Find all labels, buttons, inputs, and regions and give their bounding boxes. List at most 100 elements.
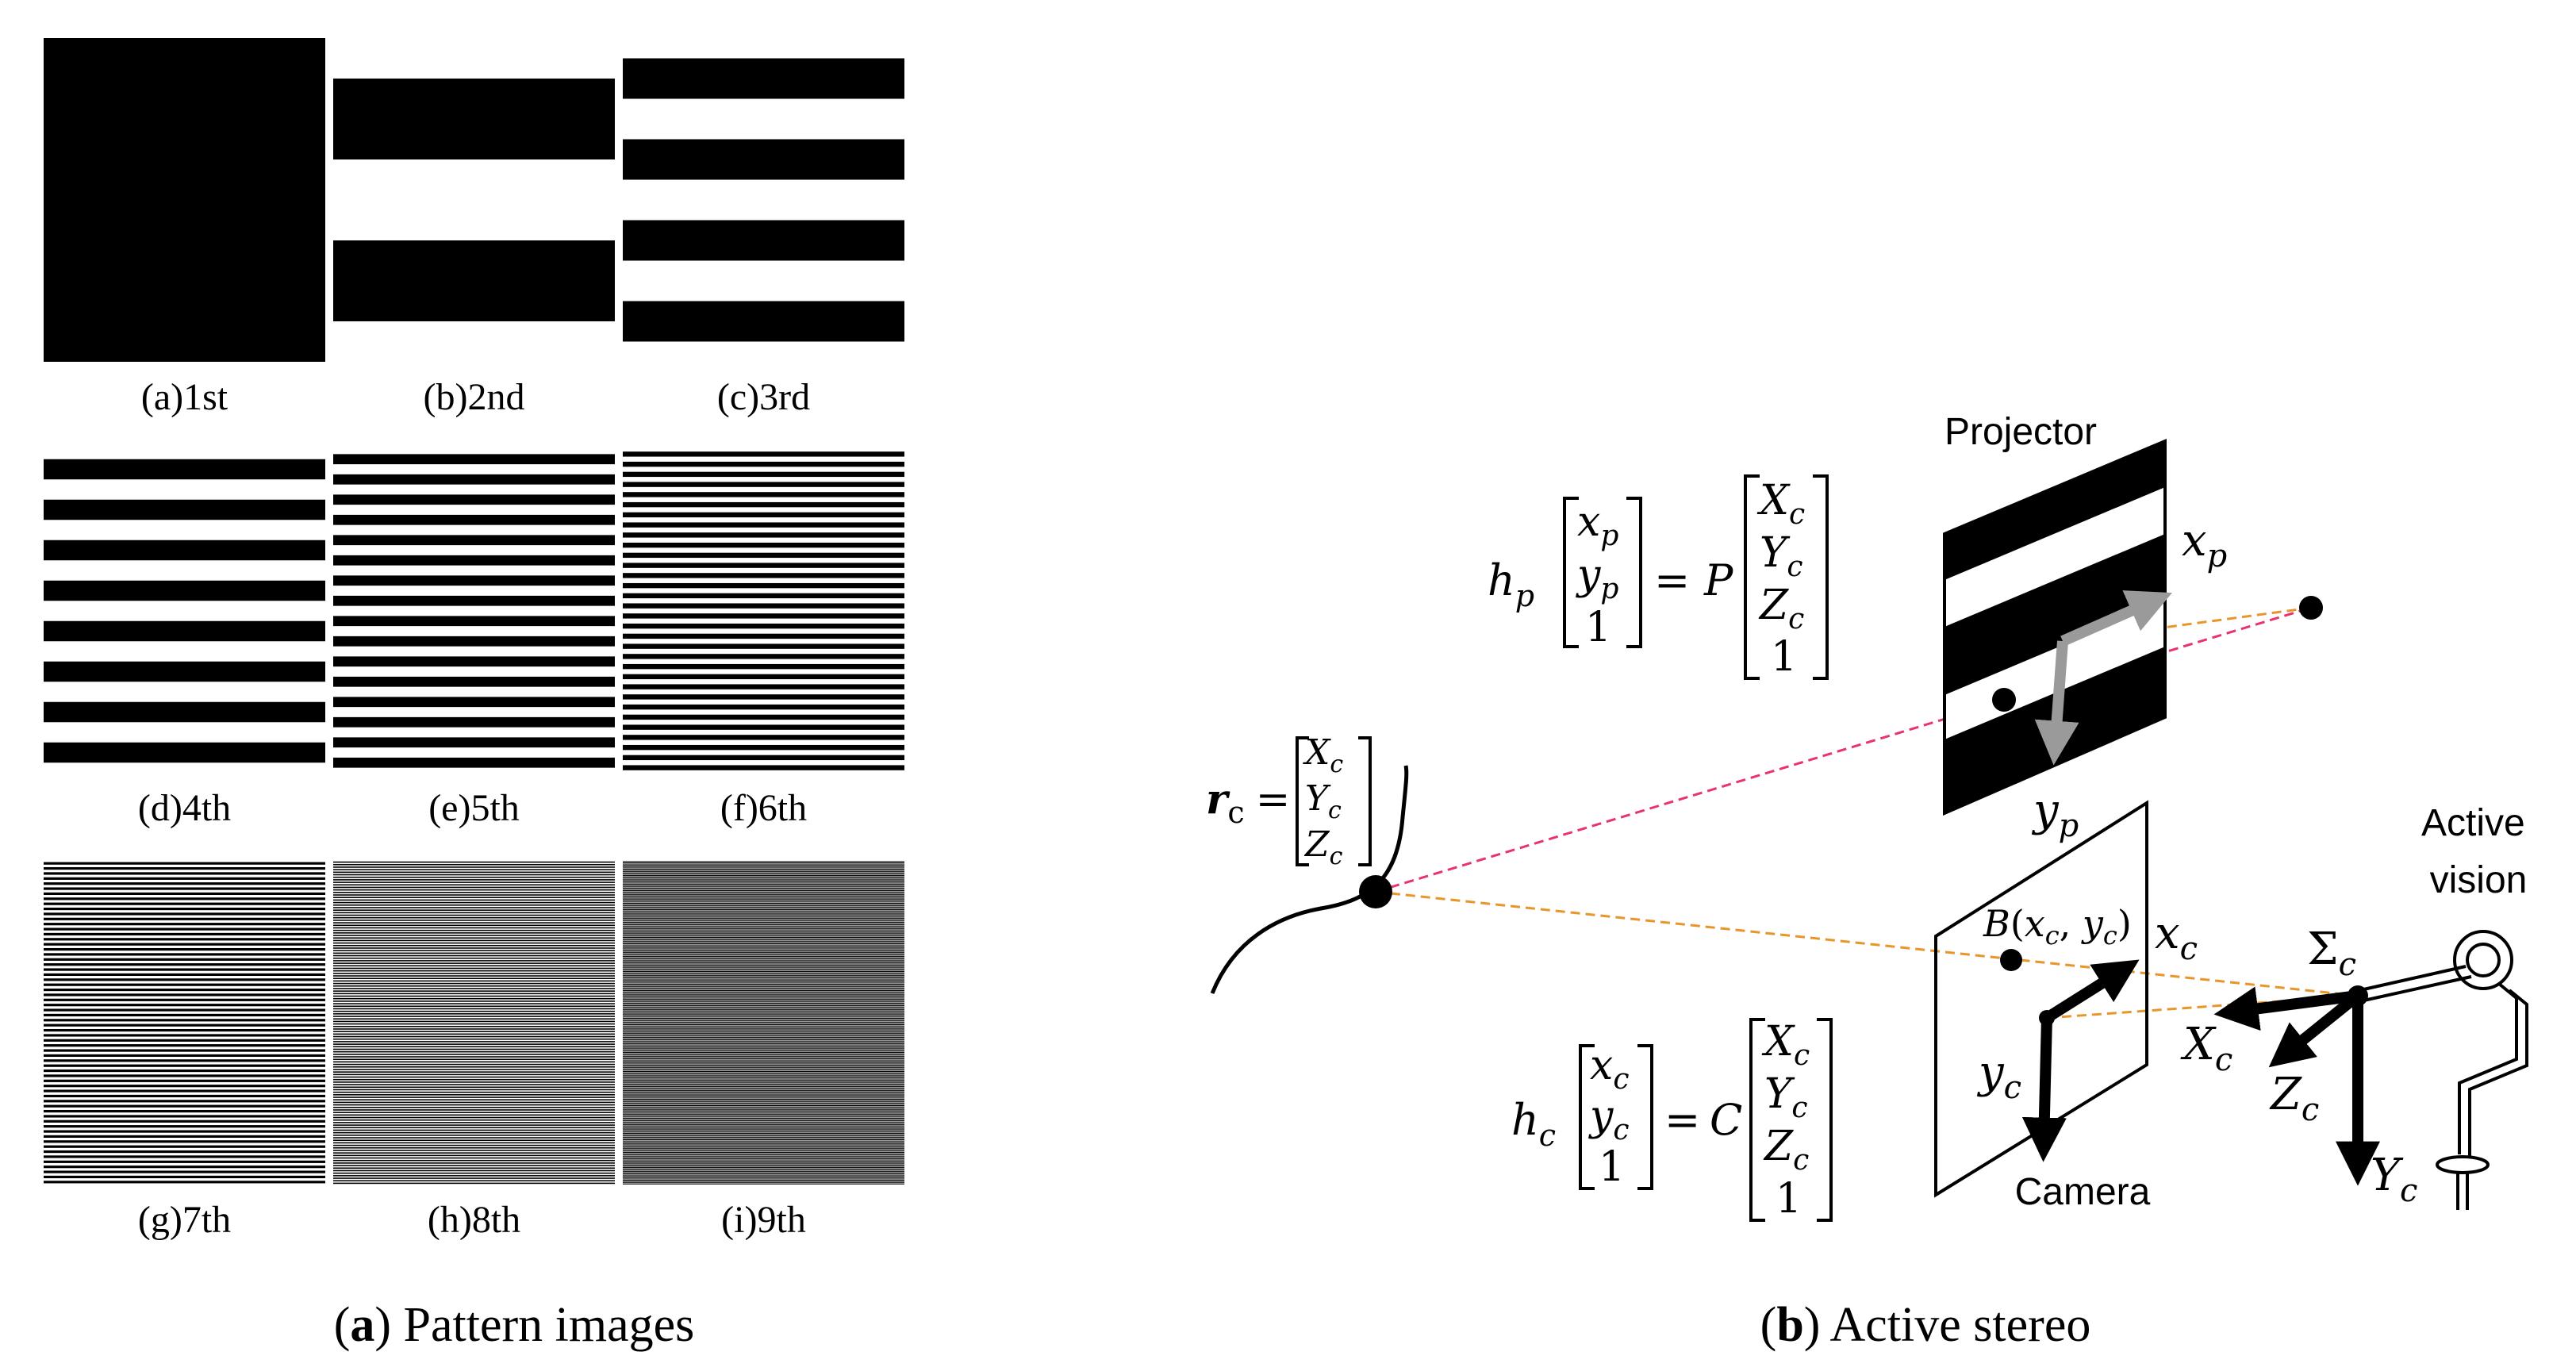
pattern-label: (a)1st bbox=[141, 376, 228, 418]
pattern-stripe bbox=[333, 555, 615, 566]
pattern-stripe bbox=[44, 1023, 325, 1027]
pattern-stripe bbox=[333, 1131, 615, 1134]
pattern-stripe bbox=[623, 1039, 904, 1041]
pattern-stripe bbox=[623, 1116, 904, 1118]
pattern-stripe bbox=[623, 980, 904, 981]
eq-c-Yc: Yc bbox=[1764, 1070, 1808, 1124]
pattern-stripe bbox=[623, 1089, 904, 1091]
pattern-stripe bbox=[333, 1005, 615, 1008]
camera-image-point-B bbox=[2000, 949, 2022, 971]
pattern-stripe bbox=[623, 1110, 904, 1112]
pattern-stripe bbox=[623, 905, 904, 907]
pattern-stripe bbox=[623, 986, 904, 988]
pattern-stripe bbox=[333, 1162, 615, 1164]
camera-ray bbox=[1375, 890, 2359, 997]
pattern-stripe bbox=[623, 1174, 904, 1176]
pattern-stripe bbox=[623, 623, 904, 629]
pattern-stripe bbox=[333, 1096, 615, 1098]
pattern-stripe bbox=[333, 1116, 615, 1119]
pattern-stripe bbox=[623, 885, 904, 886]
pattern-stripe bbox=[623, 674, 904, 680]
pattern-stripe bbox=[333, 1124, 615, 1126]
pattern-stripe bbox=[623, 925, 904, 927]
pattern-stripe bbox=[623, 902, 904, 904]
pattern-stripe bbox=[623, 1020, 904, 1022]
pattern-stripe bbox=[333, 947, 615, 949]
pattern-stripe bbox=[623, 1064, 904, 1066]
pattern-stripe bbox=[44, 998, 325, 1001]
pattern-stripe bbox=[333, 616, 615, 627]
pattern-stripe bbox=[333, 942, 615, 944]
panel-b-caption: (b) Active stereo bbox=[1760, 1298, 2091, 1352]
pattern-stripe bbox=[333, 861, 615, 863]
pattern-stripe bbox=[623, 976, 904, 977]
pattern-image-2: (b)2nd bbox=[333, 38, 615, 418]
pattern-stripe bbox=[623, 893, 904, 895]
pattern-stripe bbox=[623, 1108, 904, 1110]
eq-p-bracket-right-1 bbox=[1626, 497, 1642, 648]
pattern-stripe bbox=[623, 985, 904, 986]
pattern-stripe bbox=[623, 1154, 904, 1156]
pattern-stripe bbox=[333, 1122, 615, 1123]
pattern-stripe bbox=[623, 866, 904, 867]
pattern-image-6: (f)6th bbox=[623, 449, 904, 829]
pattern-stripe bbox=[333, 1175, 615, 1177]
camera-axes-origin bbox=[2039, 1010, 2055, 1026]
pattern-stripe bbox=[333, 937, 615, 939]
pattern-stripe bbox=[44, 1034, 325, 1037]
pattern-stripe bbox=[623, 1131, 904, 1133]
pattern-stripe bbox=[44, 1069, 325, 1073]
pattern-stripe bbox=[44, 973, 325, 977]
pattern-stripe bbox=[623, 1139, 904, 1141]
pattern-stripe bbox=[333, 922, 615, 924]
pattern-stripe bbox=[44, 1119, 325, 1123]
eq-p-bracket-left-1 bbox=[1563, 497, 1579, 648]
pattern-stripe bbox=[623, 1066, 904, 1067]
eq-c-y: yc bbox=[1588, 1093, 1630, 1146]
pattern-stripe bbox=[333, 1114, 615, 1116]
pattern-stripe bbox=[623, 895, 904, 897]
pattern-stripe bbox=[44, 1089, 325, 1093]
pattern-stripe bbox=[333, 939, 615, 942]
pattern-stripe bbox=[623, 1055, 904, 1057]
pattern-stripe bbox=[333, 935, 615, 936]
eq-c-Zc: Zc bbox=[1763, 1123, 1809, 1177]
pattern-stripe bbox=[623, 1014, 904, 1016]
pattern-stripe bbox=[623, 1043, 904, 1044]
pattern-stripe bbox=[333, 1089, 615, 1091]
pattern-stripe bbox=[623, 1027, 904, 1029]
pattern-background bbox=[623, 449, 904, 773]
eq-c-Xc: Xc bbox=[1761, 1018, 1810, 1072]
pattern-stripe bbox=[333, 494, 615, 505]
pattern-stripe bbox=[623, 897, 904, 899]
eq-c-bracket-right-1 bbox=[1637, 1044, 1653, 1190]
pattern-stripe bbox=[44, 1039, 325, 1042]
pattern-stripe bbox=[44, 917, 325, 920]
pattern-stripe bbox=[333, 1003, 615, 1004]
pattern-stripe bbox=[623, 1129, 904, 1131]
eq-p-bracket-left-2 bbox=[1744, 474, 1760, 680]
pattern-stripe bbox=[623, 971, 904, 973]
pattern-stripe bbox=[333, 957, 615, 959]
pattern-image-1: (a)1st bbox=[44, 38, 325, 418]
pattern-stripe bbox=[44, 1094, 325, 1098]
eq-c-bracket-right-2 bbox=[1817, 1018, 1833, 1222]
pattern-stripe bbox=[333, 1023, 615, 1025]
pattern-stripe bbox=[623, 887, 904, 889]
pattern-stripe bbox=[623, 1169, 904, 1171]
pattern-stripe bbox=[333, 79, 615, 159]
pattern-image-4: (d)4th bbox=[44, 449, 325, 829]
pattern-stripe bbox=[623, 603, 904, 609]
pattern-stripe bbox=[333, 914, 615, 916]
pattern-stripe bbox=[623, 1048, 904, 1050]
pattern-stripe bbox=[623, 890, 904, 892]
pattern-stripe bbox=[623, 995, 904, 997]
pattern-stripe bbox=[623, 1114, 904, 1116]
pattern-stripe bbox=[623, 871, 904, 873]
pattern-stripe bbox=[44, 862, 325, 865]
pattern-stripe bbox=[44, 1059, 325, 1062]
pattern-stripe bbox=[333, 871, 615, 874]
pattern-stripe bbox=[623, 989, 904, 991]
label-xc: xc bbox=[2155, 908, 2198, 967]
pattern-stripe bbox=[333, 240, 615, 321]
